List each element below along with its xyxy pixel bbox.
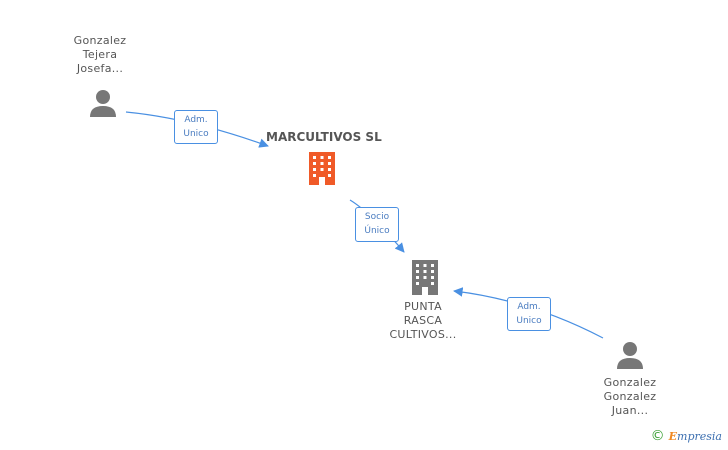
- person-name-line: Juan...: [611, 404, 649, 417]
- brand-initial: E: [668, 429, 678, 443]
- company-node-punta-rasca[interactable]: PUNTA RASCA CULTIVOS...: [383, 300, 463, 342]
- edge-label-line: Adm.: [184, 115, 208, 125]
- person-icon[interactable]: [615, 340, 645, 370]
- building-icon[interactable]: [409, 260, 441, 295]
- company-name-line: CULTIVOS...: [389, 328, 457, 341]
- brand-rest: mpresia: [677, 429, 722, 443]
- edge-label-line: Unico: [183, 129, 209, 139]
- company-name-line: PUNTA: [404, 300, 442, 313]
- edge-label-adm-unico-2: Adm. Unico: [507, 297, 551, 331]
- brand-name: Empresia: [669, 430, 722, 443]
- person-node-gonzalez-tejera[interactable]: Gonzalez Tejera Josefa...: [66, 34, 134, 76]
- person-icon[interactable]: [88, 88, 118, 118]
- person-name-line: Gonzalez: [73, 34, 127, 47]
- empresia-logo: © Empresia: [651, 428, 722, 444]
- person-node-gonzalez-gonzalez[interactable]: Gonzalez Gonzalez Juan...: [594, 376, 666, 418]
- company-name-line: RASCA: [403, 314, 443, 327]
- person-name-line: Josefa...: [76, 62, 124, 75]
- edge-label-line: Unico: [516, 316, 542, 326]
- person-name-line: Gonzalez: [603, 390, 657, 403]
- edge-label-socio-unico: Socio Único: [355, 207, 399, 242]
- edge-label-line: Socio: [364, 212, 390, 222]
- copyright-icon: ©: [650, 428, 665, 444]
- person-name-line: Tejera: [82, 48, 118, 61]
- building-icon-main[interactable]: [307, 152, 337, 185]
- person-name-line: Gonzalez: [603, 376, 657, 389]
- edge-label-adm-unico-1: Adm. Unico: [174, 110, 218, 144]
- edge-label-line: Único: [364, 226, 390, 236]
- company-name-marcultivos[interactable]: MARCULTIVOS SL: [266, 130, 382, 144]
- edge-label-line: Adm.: [517, 302, 541, 312]
